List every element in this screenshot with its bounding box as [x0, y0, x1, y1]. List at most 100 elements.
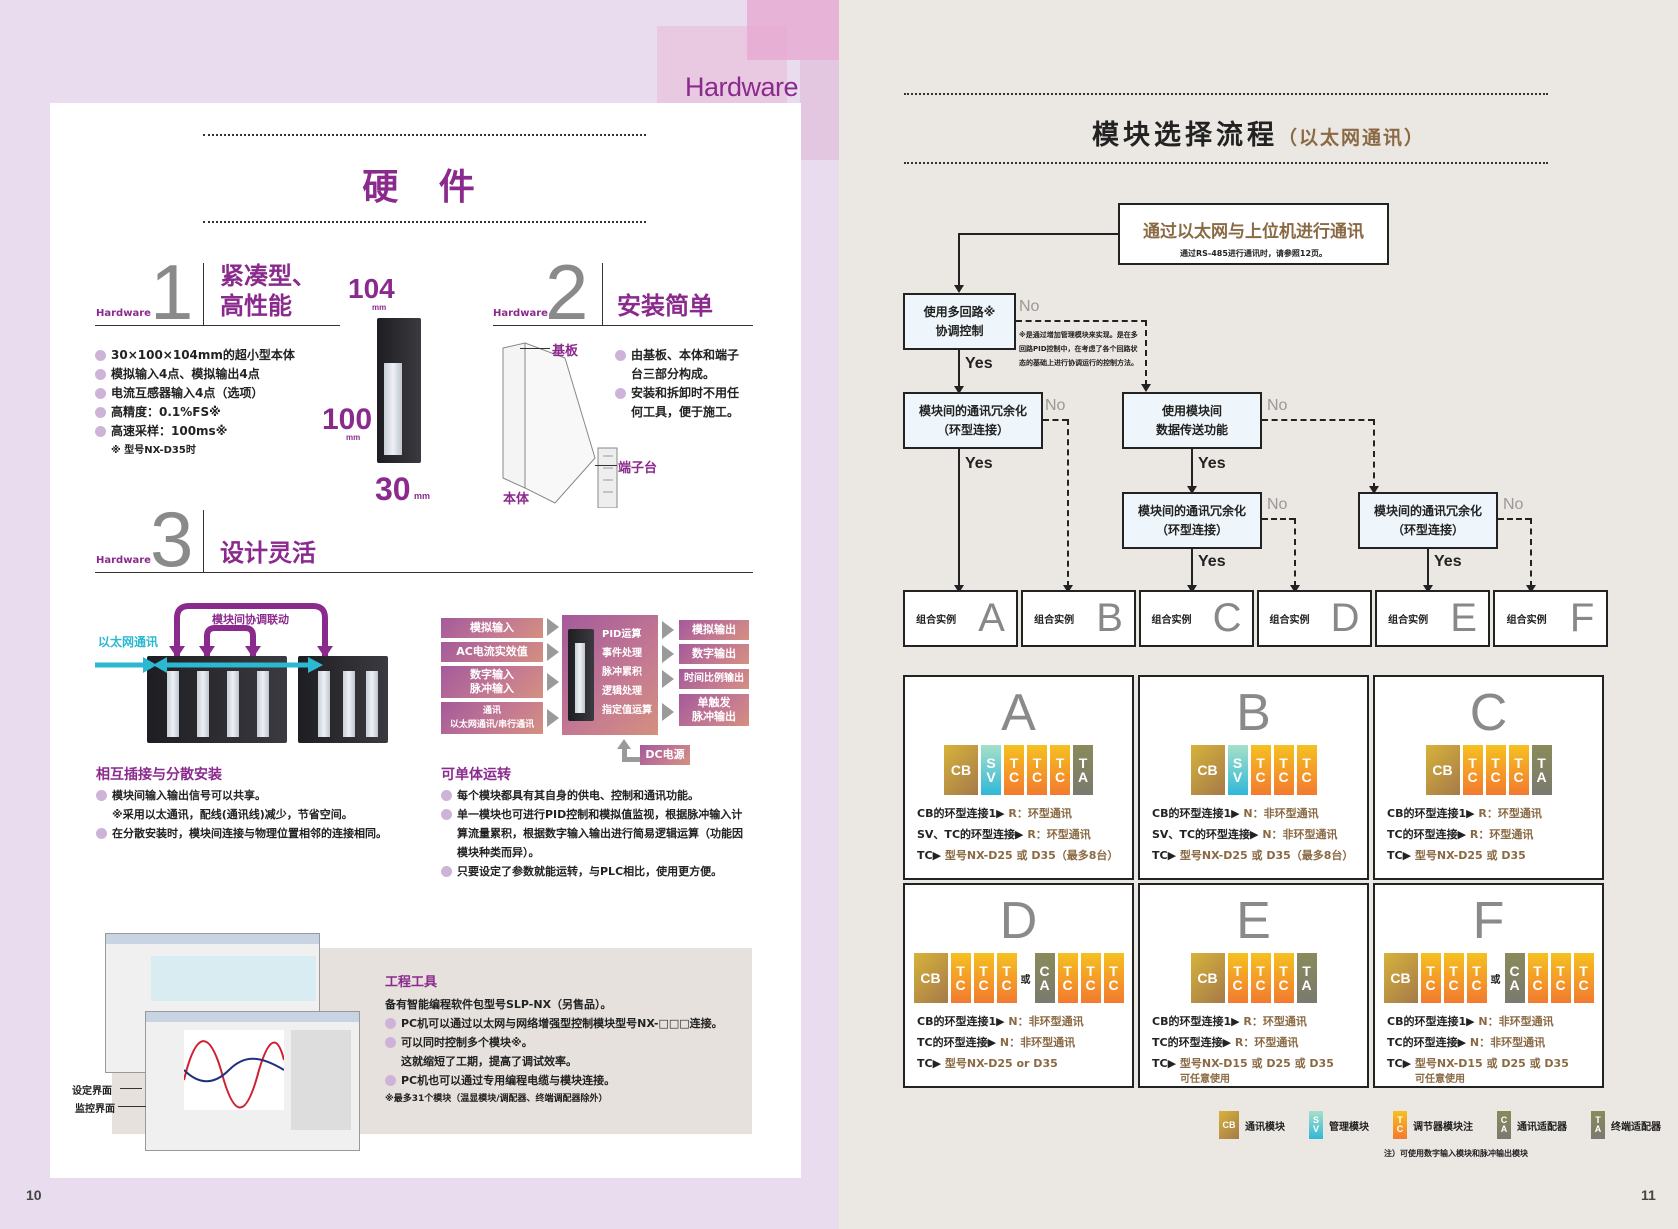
divider [95, 572, 753, 573]
heading-line: 高性能 [220, 292, 292, 320]
bullet: 高速采样：100ms※ [95, 422, 295, 441]
detail-key: SV、TC的环型连接▶ [1152, 828, 1263, 841]
data-list [291, 1030, 351, 1130]
right-page: 模块选择流程（以太网通讯） 通过以太网与上位机进行通讯 通过RS-485进行通讯… [839, 0, 1678, 1229]
function-box: PID运算 事件处理 脉冲累积 逻辑处理 指定值运算 [562, 615, 658, 735]
result-label: 组合实例 [1269, 615, 1310, 626]
detail-key: TC的环型连接▶ [1152, 1036, 1235, 1049]
mounting-illustration [502, 342, 618, 508]
sub-line: 这就缩短了工期，提高了调试效率。 [401, 1055, 577, 1068]
no-label: No [1267, 397, 1288, 414]
output-box: 单触发 脉冲输出 [679, 694, 749, 726]
detail-key: TC▶ [1152, 849, 1180, 862]
detail-value: N：非环型通讯 [1469, 1036, 1546, 1049]
link-label: 模块间协调联动 [212, 613, 289, 626]
feature-number: 2 [545, 248, 589, 336]
arrow-icon [547, 643, 559, 661]
no-label: No [1503, 496, 1524, 513]
legend-label: 通讯模块 [1245, 1121, 1285, 1133]
flow-question-redundancy: 模块间的通讯冗余化 （环型连接） [903, 392, 1043, 449]
callout-body: 本体 [503, 492, 530, 507]
dimension-depth: 104 [348, 273, 395, 304]
flow-question-redundancy: 模块间的通讯冗余化 （环型连接） [1358, 492, 1498, 549]
divider [203, 221, 646, 223]
cb-module-block: CB [1383, 953, 1418, 1003]
divider [203, 510, 204, 572]
legend-note: 注）可使用数字输入模块和脉冲输出模块 [1384, 1149, 1528, 1158]
dimension-unit: mm [414, 491, 431, 501]
result-letter: D [1330, 596, 1360, 640]
decorative-square [747, 0, 839, 60]
detail-key: TC▶ [1387, 1057, 1415, 1070]
page-number: 10 [26, 1187, 42, 1203]
flow-question-multiloop: 使用多回路※ 协调控制 [903, 293, 1016, 350]
case-detail-line: TC▶ 型号NX-D25 或 D35（最多8台） [1140, 845, 1367, 866]
connector [958, 233, 960, 287]
detail-value: R：环型通讯 [1478, 807, 1542, 820]
arrow-icon [662, 621, 674, 639]
feature-heading: 设计灵活 [220, 539, 316, 567]
arrow-icon [547, 618, 559, 636]
bullets: 每个模块都具有其自身的供电、控制和通讯功能。 单一模块也可进行PID控制和模拟值… [441, 786, 751, 881]
page-title: 硬 件 [362, 167, 489, 208]
input-box: 模拟输入 [441, 618, 543, 638]
waveform-chart [184, 1030, 284, 1110]
sub-line: ※采用以太通讯，配线(通讯线)减少，节省空间。 [112, 808, 353, 821]
detail-value: R：环型通讯 [1008, 807, 1072, 820]
connector [958, 350, 960, 390]
case-letter: E [1236, 892, 1271, 950]
feature-label: Hardware [493, 308, 548, 319]
input-box: AC电流实效值 [441, 642, 543, 662]
bullet: 每个模块都具有其自身的供电、控制和通讯功能。 [441, 786, 751, 805]
case-detail-line: TC▶ 型号NX-D25 or D35 [905, 1053, 1132, 1074]
cb-module-block: CB [913, 953, 948, 1003]
detail-key: SV、TC的环型连接▶ [917, 828, 1028, 841]
result-letter: B [1096, 596, 1123, 640]
detail-key: TC▶ [917, 849, 945, 862]
feature-label: Hardware [96, 308, 151, 319]
module-rack [147, 656, 287, 743]
feature-label: Hardware [96, 555, 151, 566]
connector-dashed [1373, 419, 1375, 489]
dimension-unit: mm [372, 303, 387, 312]
callout-line [120, 1088, 142, 1089]
window-titlebar [146, 1012, 359, 1022]
detail-extra: 可任意使用 [1180, 1074, 1230, 1085]
flow-question-redundancy: 模块间的通讯冗余化 （环型连接） [1122, 492, 1262, 549]
bullets: 模块间输入输出信号可以共享。 ※采用以太通讯，配线(通讯线)减少，节省空间。 在… [96, 786, 416, 843]
function-item: PID运算 [602, 629, 642, 640]
detail-value: 型号NX-D15 或 D25 或 D35 [1179, 1057, 1334, 1070]
bullet: PC机也可以通过专用编程电缆与模块连接。 [385, 1071, 765, 1090]
module-rack [298, 656, 388, 743]
detail-value: 型号NX-D25 或 D35（最多8台） [1179, 849, 1354, 862]
case-letter: D [999, 892, 1038, 950]
result-letter: F [1569, 596, 1595, 640]
yes-label: Yes [965, 355, 993, 372]
screen-label: 监控界面 [75, 1104, 115, 1115]
function-item: 逻辑处理 [602, 686, 642, 697]
controller-module-image [377, 318, 421, 463]
footnote: ※最多31个模块（温显模块/调配器、终端调配器除外） [385, 1094, 608, 1104]
callout-base: 基板 [552, 344, 579, 359]
page-title: 模块选择流程（以太网通讯） [839, 113, 1678, 152]
start-note: 通过RS-485进行通讯时，请参照12页。 [1179, 249, 1328, 258]
function-list: PID运算 事件处理 脉冲累积 逻辑处理 指定值运算 [602, 625, 652, 720]
case-detail-line: TC的环型连接▶ R：环型通讯 [1140, 1032, 1367, 1053]
